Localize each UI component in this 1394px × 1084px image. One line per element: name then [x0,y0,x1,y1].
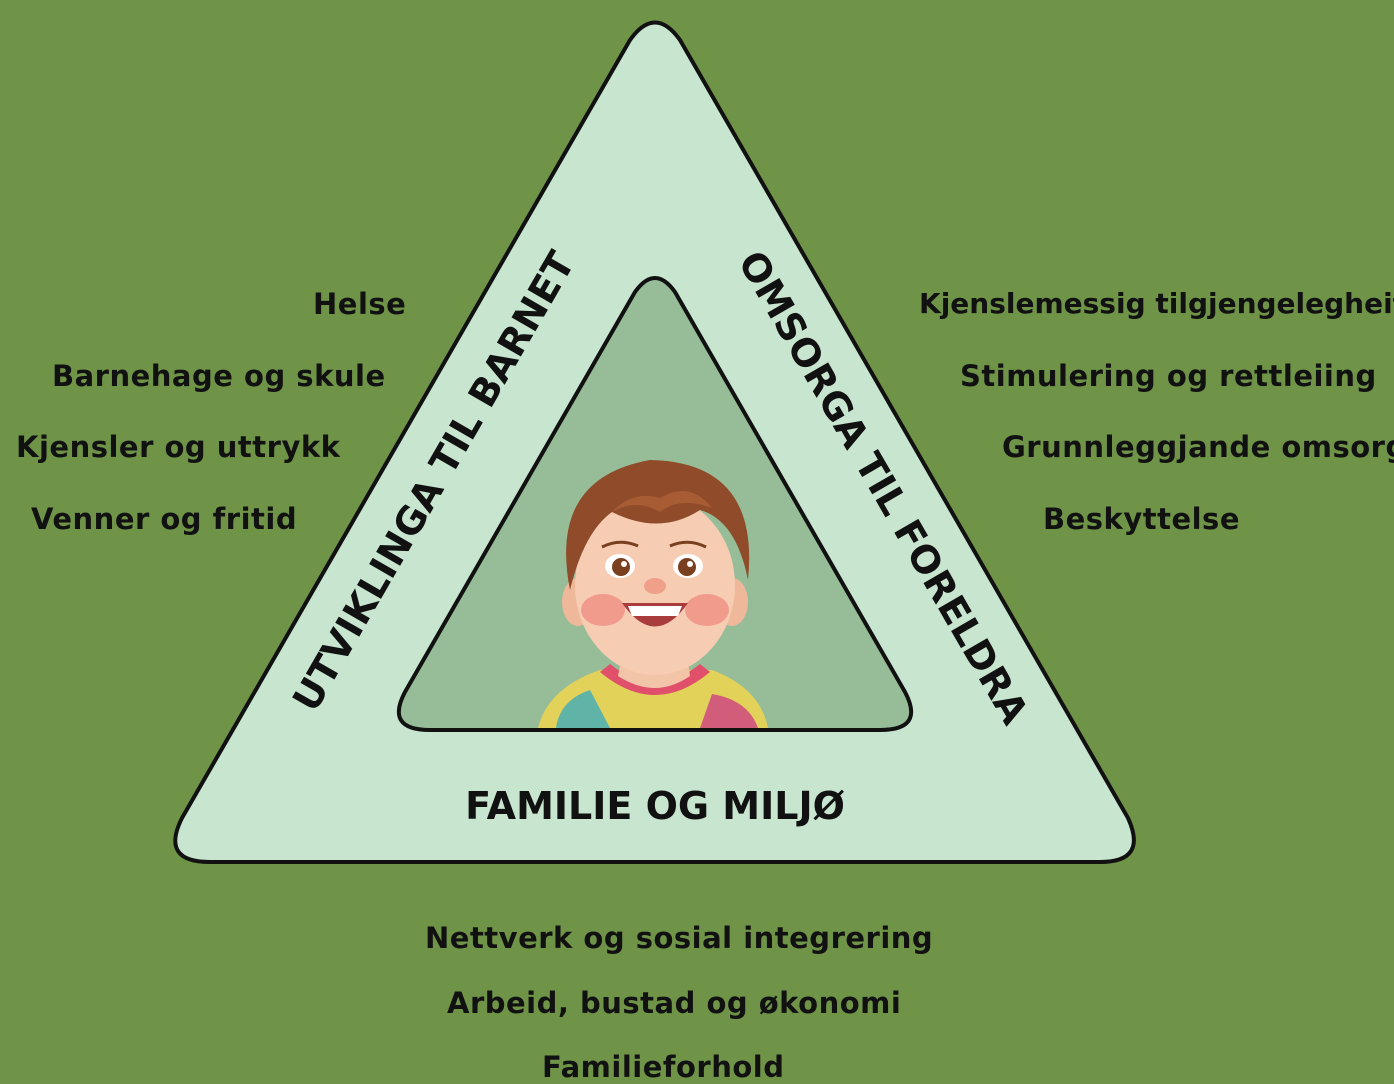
child-illustration [538,460,768,728]
bottom-item-arbeid: Arbeid, bustad og økonomi [447,986,902,1020]
left-item-helse: Helse [313,287,407,321]
side-label-bottom: FAMILIE OG MILJØ [465,784,845,828]
right-item-stimulering: Stimulering og rettleiing [960,359,1377,393]
right-item-beskyttelse: Beskyttelse [1043,502,1240,536]
right-item-omsorg: Grunnleggjande omsorg [1002,430,1394,464]
left-item-barnehage: Barnehage og skule [52,359,386,393]
left-item-venner: Venner og fritid [31,502,298,536]
right-item-tilgjengelegheit: Kjenslemessig tilgjengelegheit [919,287,1394,320]
bottom-item-nettverk: Nettverk og sosial integrering [425,921,934,955]
left-item-kjensler: Kjensler og uttrykk [16,430,341,464]
bottom-item-familieforhold: Familieforhold [542,1050,785,1084]
